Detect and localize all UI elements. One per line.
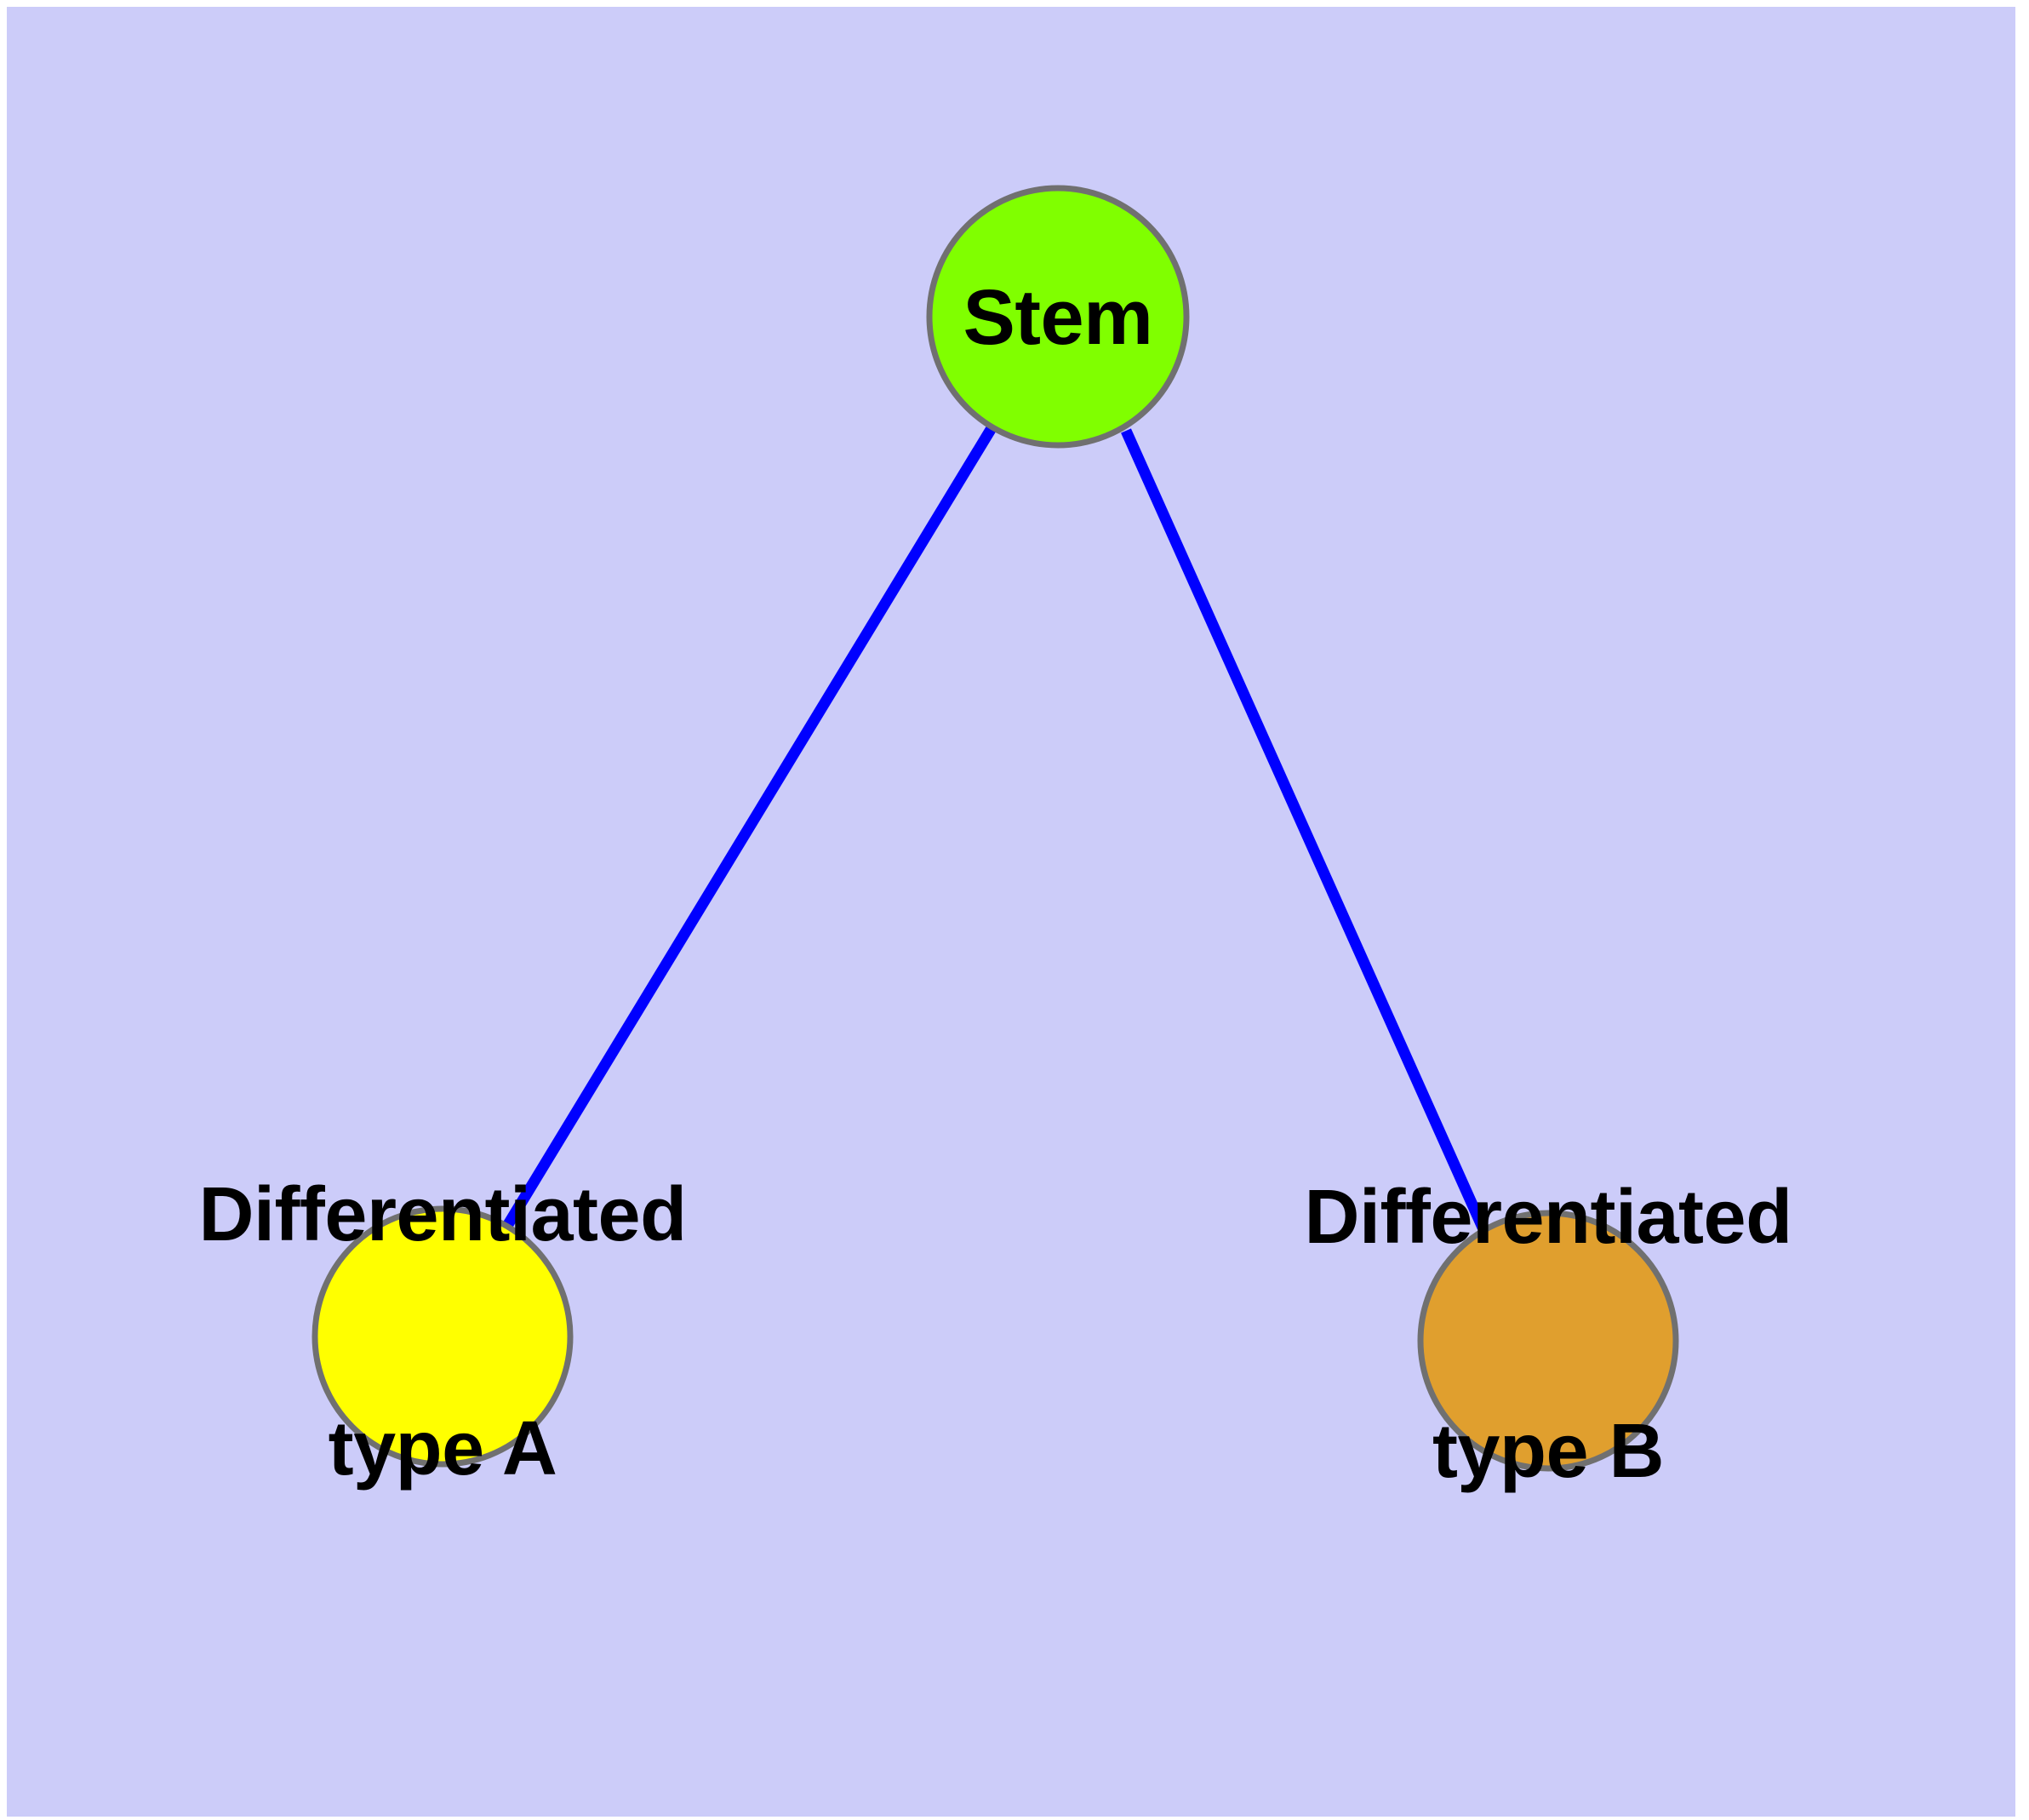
edge-layer xyxy=(502,425,1488,1230)
node-layer xyxy=(311,185,1679,1472)
node-stem-circle[interactable] xyxy=(926,185,1190,449)
node-diff-b-circle[interactable] xyxy=(1417,1210,1679,1472)
edge-stem-to-diff-a xyxy=(502,425,997,1229)
edge-stem-to-diff-b xyxy=(1121,428,1488,1230)
node-diff-a-circle[interactable] xyxy=(311,1205,574,1468)
